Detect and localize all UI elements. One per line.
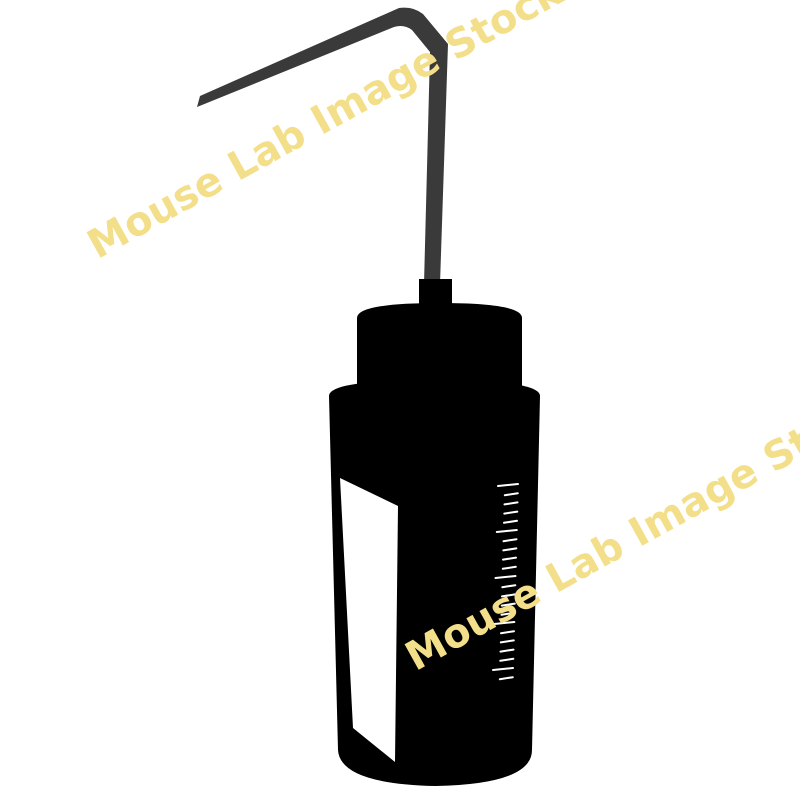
graduation-mark (501, 565, 517, 570)
graduation-mark (500, 630, 515, 635)
graduation-mark (503, 519, 518, 524)
graduation-mark (503, 510, 519, 515)
graduation-mark (499, 657, 515, 662)
graduation-mark (497, 483, 519, 487)
graduation-mark (502, 556, 517, 561)
graduation-mark (498, 676, 514, 681)
graduation-mark (499, 639, 515, 644)
graduation-marks (492, 483, 519, 681)
graduation-mark (493, 621, 516, 625)
graduation-mark (495, 529, 518, 533)
graduation-mark (501, 593, 516, 598)
graduation-mark (494, 575, 517, 579)
graduation-mark (502, 547, 518, 552)
graduation-mark (499, 648, 515, 653)
graduation-mark (492, 667, 514, 671)
graduation-mark (503, 501, 519, 506)
graduation-mark (500, 602, 516, 607)
bottle-cap (357, 303, 522, 392)
graduation-mark (503, 492, 519, 497)
graduation-mark (500, 611, 516, 616)
nozzle-tube (197, 7, 448, 284)
bottle-label (340, 478, 398, 762)
graduation-mark (502, 538, 518, 543)
graduation-mark (501, 584, 517, 589)
nozzle-collar (419, 279, 452, 307)
